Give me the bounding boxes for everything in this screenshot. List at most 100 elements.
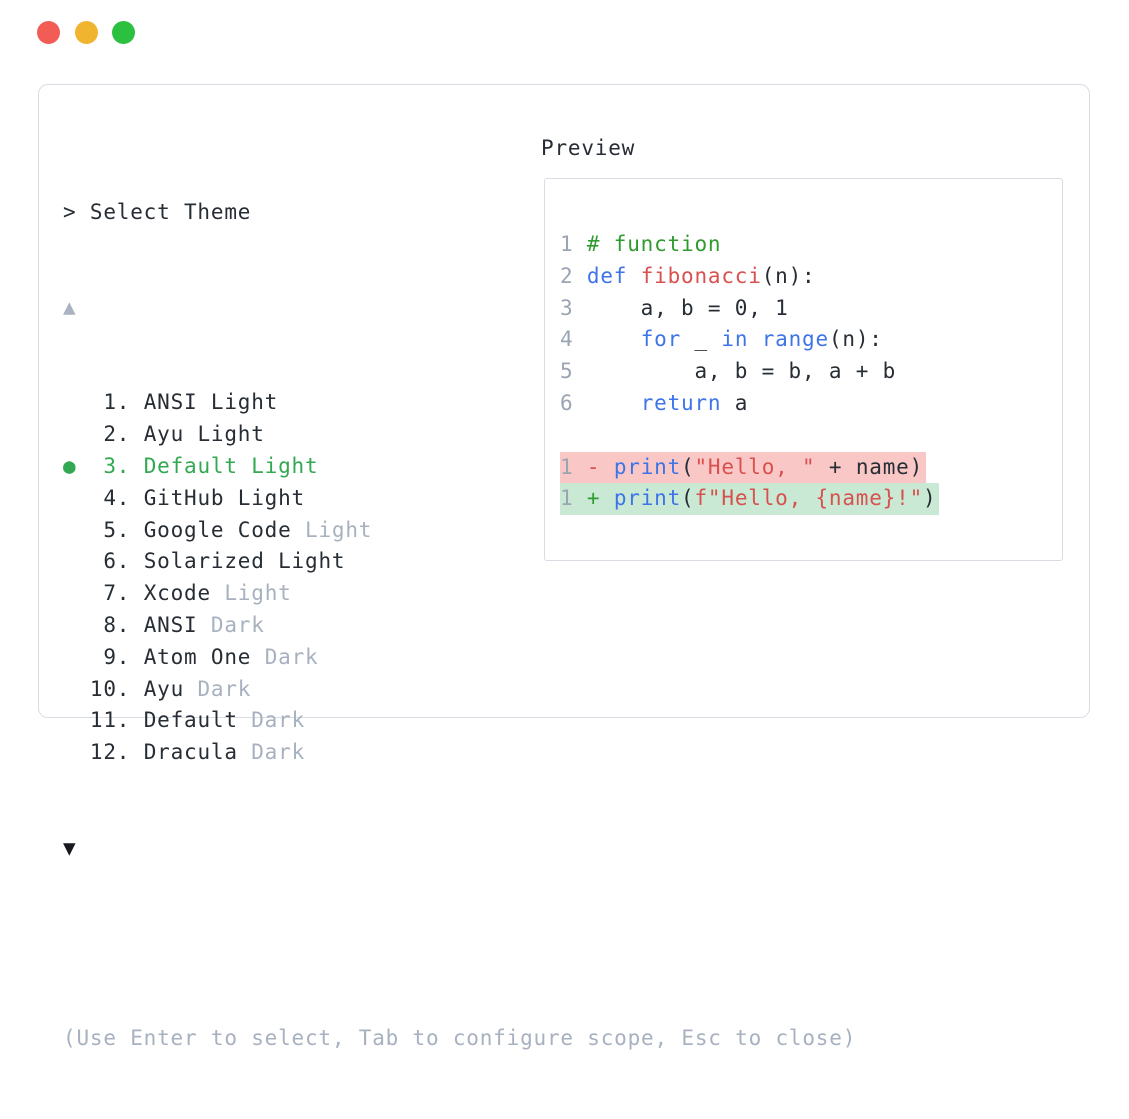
gap (573, 296, 586, 320)
theme-item-number: 8. (89, 612, 131, 637)
line-number: 2 (560, 263, 574, 288)
theme-item-label: Ayu (143, 676, 198, 701)
gap (130, 677, 143, 701)
diff-line-removed: 1 - print("Hello, " + name) (560, 451, 939, 484)
theme-item-label: Dark (251, 740, 306, 765)
line-number: 4 (560, 327, 574, 352)
gap (130, 708, 143, 732)
code-line-1: 1 # function (560, 229, 939, 261)
theme-item-9[interactable]: 9. Atom One Dark (63, 642, 856, 674)
theme-item-label: Light (224, 581, 292, 606)
line-number: 1 (560, 486, 574, 511)
theme-item-number: 9. (89, 644, 131, 669)
theme-item-12[interactable]: 12. Dracula Dark (63, 737, 856, 769)
theme-item-label: Solarized Light (143, 549, 346, 574)
code-token: ) (923, 486, 937, 511)
theme-item-label: ANSI Light (143, 390, 279, 415)
theme-item-label: Ayu Light (143, 422, 265, 447)
marker-space (63, 422, 90, 446)
code-token: + name) (815, 454, 924, 479)
code-token: return (640, 390, 722, 415)
theme-item-8[interactable]: 8. ANSI Dark (63, 610, 856, 642)
code-token (587, 327, 641, 351)
gap (600, 486, 613, 510)
spacer-row (63, 928, 856, 960)
code-line-6: 6 return a (560, 388, 939, 420)
diff-sign-added-icon: + (586, 486, 601, 511)
theme-item-number: 3. (89, 453, 131, 478)
marker-space (63, 677, 90, 701)
theme-item-number: 10. (89, 676, 131, 701)
theme-item-7[interactable]: 7. Xcode Light (63, 578, 856, 610)
theme-item-label: Default Light (143, 453, 319, 478)
code-token: a, b = 0, 1 (586, 295, 789, 320)
code-token: a (721, 390, 749, 415)
window-controls (37, 21, 135, 44)
code-token: # function (586, 232, 722, 256)
gap (130, 422, 143, 446)
theme-item-number: 7. (89, 581, 131, 606)
code-token (587, 391, 641, 415)
line-number: 1 (560, 232, 574, 256)
code-token: ( (681, 486, 695, 511)
diff-sign-removed-icon: - (586, 454, 601, 479)
code-token: (n): (828, 327, 883, 352)
gap (130, 486, 143, 510)
code-token: def (586, 263, 628, 288)
theme-item-5[interactable]: 5. Google Code Light (63, 515, 856, 547)
code-token: (n): (761, 263, 816, 288)
gap (573, 455, 586, 479)
theme-item-label: Dark (264, 644, 319, 669)
code-token: a, b = b, a + b (586, 359, 897, 384)
theme-item-6[interactable]: 6. Solarized Light (63, 546, 856, 578)
theme-item-11[interactable]: 11. Default Dark (63, 705, 856, 737)
theme-item-1[interactable]: 1. ANSI Light (63, 387, 856, 419)
theme-item-label: Google Code (143, 517, 306, 542)
theme-item-label: GitHub Light (143, 485, 306, 510)
code-line-3: 3 a, b = 0, 1 (560, 293, 939, 325)
marker-space (63, 613, 90, 637)
code-token: print (613, 486, 682, 511)
code-token: _ (681, 327, 722, 352)
theme-item-3[interactable]: ● 3. Default Light (63, 451, 856, 483)
code-line-5: 5 a, b = b, a + b (560, 356, 939, 388)
line-number: 5 (560, 359, 574, 384)
theme-item-10[interactable]: 10. Ayu Dark (63, 674, 856, 706)
theme-item-2[interactable]: 2. Ayu Light (63, 419, 856, 451)
marker-space (63, 390, 90, 414)
zoom-button-icon[interactable] (112, 21, 135, 44)
theme-item-number: 4. (89, 485, 131, 510)
scroll-down-icon[interactable]: ▼ (63, 835, 77, 860)
code-token: print (613, 454, 682, 479)
code-token: f"Hello, {name}!" (694, 486, 924, 511)
line-number: 6 (560, 390, 574, 415)
theme-list: 1. ANSI Light 2. Ayu Light● 3. Default L… (63, 387, 856, 769)
line-number: 3 (560, 295, 574, 320)
scroll-up-icon[interactable]: ▲ (63, 294, 77, 319)
theme-item-label: Dracula (143, 740, 252, 765)
gap (573, 359, 586, 383)
theme-item-label: Dark (251, 708, 306, 733)
blank-code-line (560, 420, 939, 452)
gap (130, 740, 143, 764)
code-token: "Hello, " (694, 454, 816, 479)
code-token: range (761, 327, 829, 352)
marker-space (63, 708, 90, 732)
diff-highlight-added: 1 + print(f"Hello, {name}!") (560, 483, 940, 516)
theme-item-label: Default (143, 708, 252, 733)
theme-item-label: Xcode (143, 581, 225, 606)
preview-label: Preview (541, 136, 636, 160)
gap (573, 264, 586, 288)
code-line-4: 4 for _ in range(n): (560, 324, 939, 356)
hint-text: (Use Enter to select, Tab to configure s… (63, 1026, 857, 1051)
minimize-button-icon[interactable] (74, 21, 98, 44)
theme-item-4[interactable]: 4. GitHub Light (63, 483, 856, 515)
code-token (748, 327, 761, 351)
theme-item-label: Light (305, 517, 373, 542)
theme-item-number: 11. (89, 708, 131, 733)
picker-title: > Select Theme (63, 199, 252, 224)
marker-space (63, 518, 90, 542)
code-token: ( (681, 454, 695, 479)
close-button-icon[interactable] (37, 21, 60, 44)
